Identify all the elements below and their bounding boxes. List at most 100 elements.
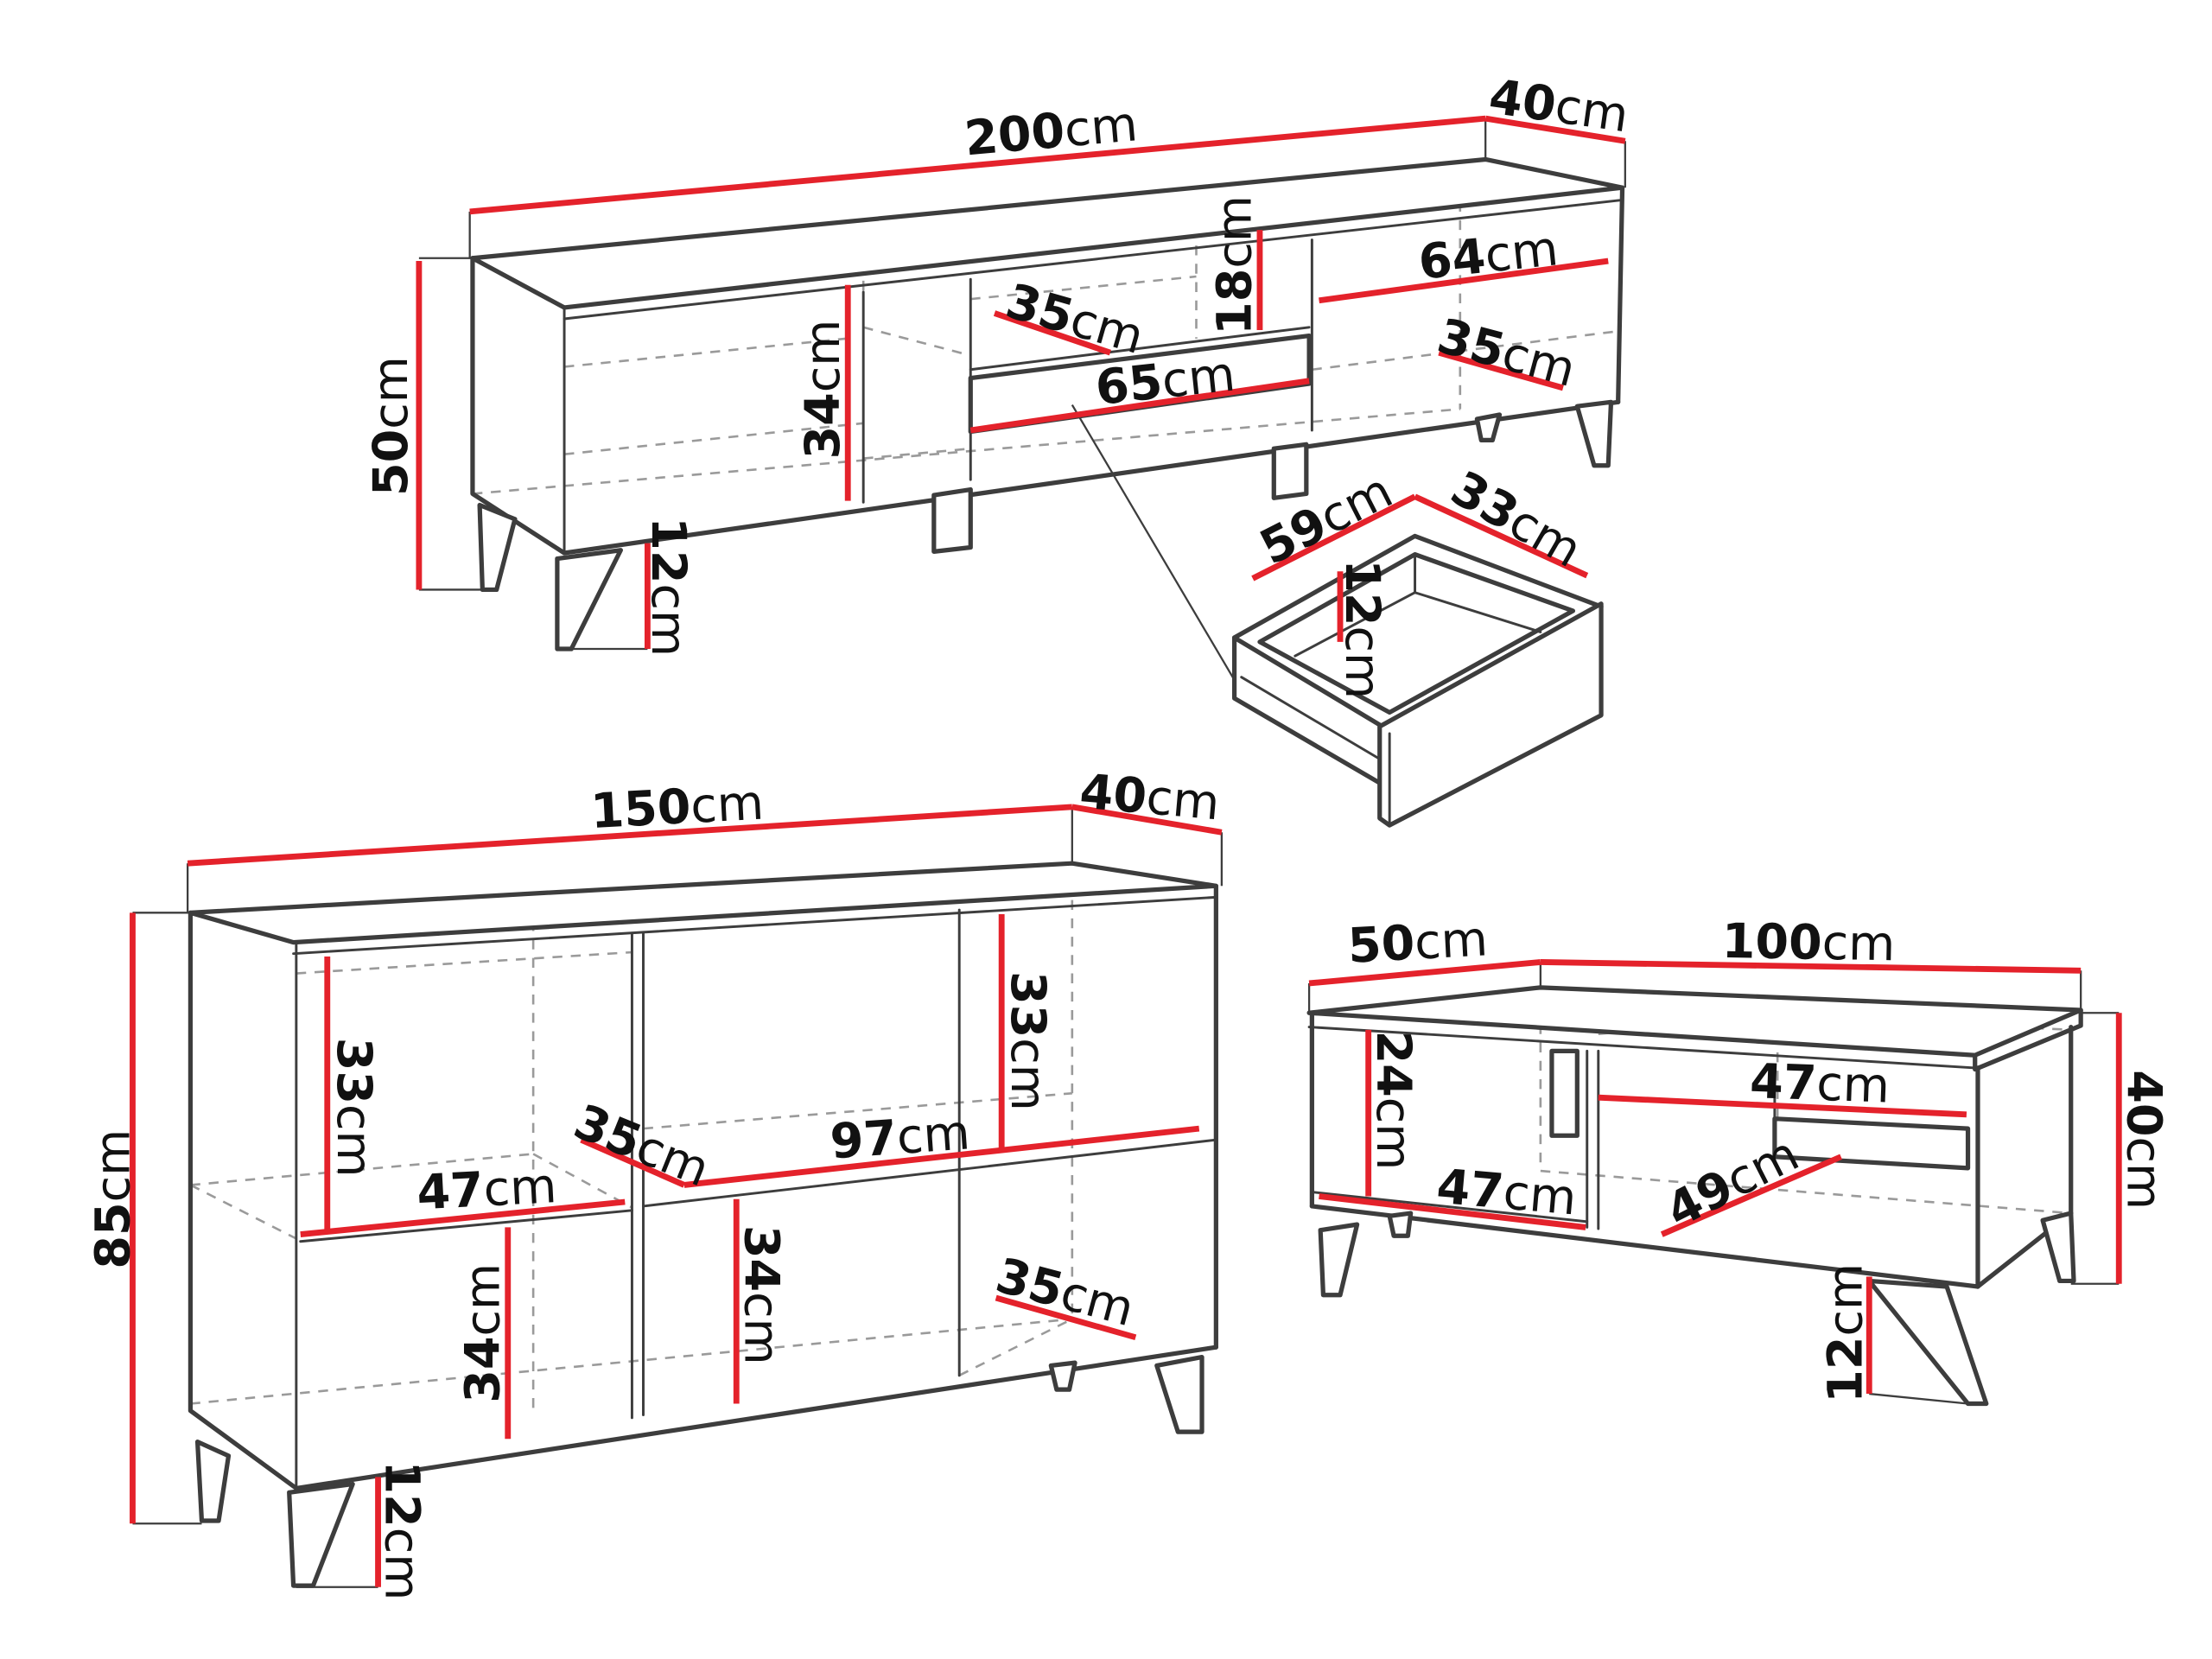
dimension-unit: cm: [794, 320, 850, 393]
dimension-unit: cm: [1001, 1038, 1057, 1111]
sideboard-middle-depth-label: 35cm: [567, 1093, 717, 1198]
sideboard-lower-left-height-label: 34cm: [454, 1263, 511, 1403]
dimension-value: 12: [374, 1461, 430, 1528]
hidden-line: [190, 1153, 534, 1186]
tv-stand-leg: [1474, 412, 1503, 442]
dimension-unit: cm: [1144, 769, 1222, 831]
coffee-table-depth-label: 50cm: [1346, 911, 1489, 974]
coffee-table-open-height-label: 24cm: [1366, 1031, 1422, 1171]
dimension-value: 47: [416, 1161, 486, 1221]
sideboard-lower-middle-height-label: 34cm: [734, 1225, 790, 1365]
dimension-unit: cm: [363, 356, 419, 429]
dimension-value: 50: [1346, 914, 1416, 974]
dimension-line: [1319, 1193, 1586, 1230]
dimension-line: [187, 804, 1073, 867]
dimension-value: 200: [963, 102, 1067, 167]
sideboard-leg: [194, 1439, 232, 1523]
dimension-value: 97: [829, 1109, 899, 1170]
coffee-table-top: [1306, 985, 2083, 1058]
dimension-unit: cm: [2116, 1137, 2172, 1211]
tv-stand-top-edge: [563, 199, 1621, 321]
dimension-unit: cm: [1206, 195, 1262, 269]
tv-stand-left-side: [470, 256, 567, 556]
sideboard-left-width-label: 47cm: [416, 1158, 558, 1221]
hidden-line: [862, 326, 971, 357]
drawer-inner-rim: [1257, 552, 1576, 715]
dimension-value: 150: [589, 779, 692, 840]
dimension-value: 47: [1434, 1158, 1506, 1219]
dimension-value: 34: [454, 1337, 511, 1403]
coffee-table-leg: [1387, 1211, 1414, 1238]
hidden-line: [189, 1184, 297, 1240]
dimension-value: 40: [1077, 763, 1149, 824]
dimension-line: [1438, 349, 1564, 391]
dimension-labels: 200cm 40cm 50cm 34cm 12cm 35cm 65cm 18cm…: [85, 68, 2172, 1600]
dimension-unit: cm: [1501, 1164, 1579, 1226]
dimension-line: [1484, 115, 1626, 144]
coffee-table-height-label: 40cm: [2116, 1070, 2172, 1210]
dimension-value: 64: [1416, 228, 1489, 291]
dimension-line: [969, 378, 1310, 434]
sideboard-left-side: [188, 910, 299, 1491]
sideboard-leg-height-label: 12cm: [374, 1461, 430, 1601]
coffee-table-drawer-depth-label: 49cm: [1657, 1125, 1808, 1238]
dimension-value: 47: [1749, 1053, 1817, 1112]
hidden-line: [296, 950, 632, 975]
sideboard-top-edge: [292, 895, 1217, 956]
coffee-table-leg: [2040, 1211, 2076, 1284]
dimension-unit: cm: [1552, 78, 1632, 143]
dimension-line: [1540, 959, 2082, 974]
dimension-line: [1251, 493, 1417, 582]
hidden-line: [1312, 330, 1616, 372]
sideboard-top: [188, 861, 1218, 945]
dimension-line: [1660, 1154, 1842, 1237]
sideboard-leg: [287, 1481, 355, 1588]
coffee-table-top-right: [1973, 1007, 2083, 1072]
dimension-unit: cm: [1335, 626, 1391, 699]
tv-stand-leg: [1574, 399, 1614, 468]
sideboard-shelf: [642, 1138, 1217, 1208]
drawer-height-label: 12cm: [1335, 559, 1391, 699]
dimension-unit: cm: [734, 1292, 790, 1365]
sideboard-depth-label: 40cm: [1077, 763, 1222, 831]
extension-line: [1869, 1392, 1968, 1405]
hidden-line: [1540, 1169, 2071, 1215]
dimension-unit: cm: [374, 1528, 430, 1601]
dimension-line: [300, 1198, 626, 1237]
coffee-table-drawer-width-label: 47cm: [1749, 1053, 1891, 1115]
dimension-line: [580, 1137, 686, 1188]
dimension-line: [1414, 493, 1589, 579]
dimension-value: 65: [1093, 353, 1166, 416]
dimension-unit: cm: [326, 1104, 382, 1178]
dimension-line: [469, 115, 1486, 215]
coffee-table: [1306, 962, 2120, 1407]
hidden-line: [563, 422, 864, 456]
dimension-value: 12: [1817, 1337, 1873, 1403]
tv-stand-right-edge: [1616, 185, 1625, 404]
sideboard-height-label: 85cm: [85, 1129, 141, 1269]
dimension-unit: cm: [895, 1104, 972, 1166]
dimension-unit: cm: [1482, 220, 1560, 283]
hidden-line: [958, 1318, 1073, 1377]
dimension-unit: cm: [640, 584, 696, 658]
dimension-line: [1308, 959, 1541, 987]
coffee-table-shelf: [1310, 1191, 1589, 1224]
tv-stand-leg-height-label: 12cm: [640, 517, 696, 657]
dimension-unit: cm: [1497, 325, 1582, 398]
coffee-table-width-label: 100cm: [1721, 912, 1896, 971]
coffee-table-leg: [1318, 1222, 1360, 1298]
tv-stand-right-width-label: 64cm: [1416, 220, 1561, 291]
dimension-value: 24: [1366, 1031, 1422, 1097]
dimension-unit: cm: [1413, 911, 1489, 970]
sideboard-upper-right-height-label: 33cm: [1001, 971, 1057, 1111]
tv-stand-niche-floor: [969, 326, 1311, 372]
dimension-value: 33: [326, 1038, 382, 1104]
dimension-unit: cm: [1366, 1097, 1422, 1171]
hidden-line: [532, 1153, 633, 1209]
dimension-unit: cm: [85, 1129, 141, 1203]
dimension-value: 34: [794, 392, 850, 459]
dimension-value: 33: [1001, 971, 1057, 1038]
tv-stand-right-depth-label: 35cm: [1432, 308, 1581, 398]
dimension-unit: cm: [1815, 1055, 1891, 1114]
